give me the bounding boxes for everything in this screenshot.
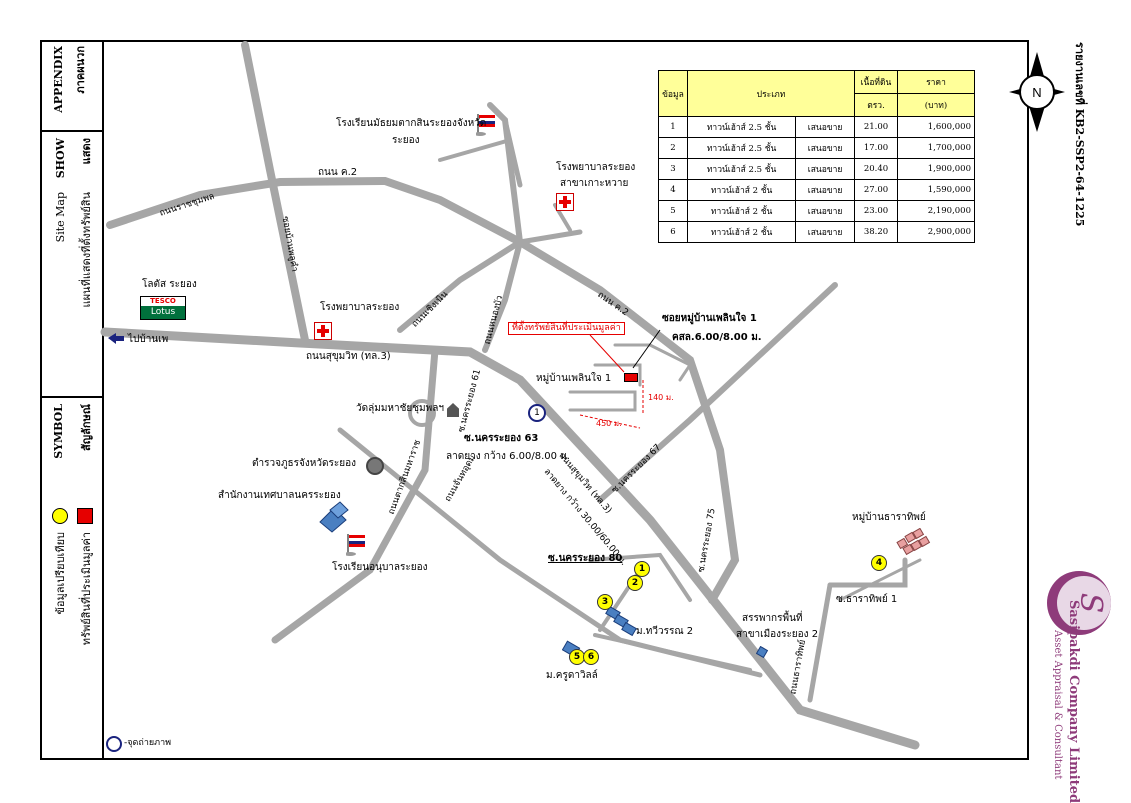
label-hospital2b: สาขาเกาะหวาย — [560, 178, 629, 189]
label-police: ตำรวจภูธรจังหวัดระยอง — [252, 458, 356, 469]
comparable-marker-6: 6 — [583, 649, 599, 665]
table-row: 3 ทาวน์เฮ้าส์ 2.5 ชั้น เสนอขาย 20.40 1,9… — [658, 158, 975, 180]
hospital-icon — [314, 322, 332, 340]
page-frame — [40, 40, 1029, 760]
company-subtitle: Asset Appraisal & Consultant — [1052, 630, 1063, 780]
symbol-section: สัญลักษณ์ SYMBOL ทรัพย์สินที่ประเมินมูลค… — [40, 398, 102, 756]
label-soi-village-width: คสล.6.00/8.00 ม. — [672, 332, 762, 343]
label-hospital2: โรงพยาบาลระยอง — [556, 162, 636, 173]
road-k2-top — [106, 176, 524, 246]
appendix-section: ภาคผนวก APPENDIX — [40, 40, 102, 132]
label-revenue: สรรพากรพื้นที่ — [742, 613, 803, 624]
road-sukhumvit — [100, 327, 920, 750]
company-name: Sasipakdi Company Limited — [1066, 600, 1081, 803]
lotus-logo: TESCO Lotus — [140, 296, 186, 320]
label-photo-legend: -จุดถ่ายภาพ — [124, 738, 172, 748]
cell-type: ทาวน์เฮ้าส์ 2 ชั้น — [686, 221, 797, 243]
lotus-logo-bottom: Lotus — [141, 306, 185, 319]
table-row: 5 ทาวน์เฮ้าส์ 2 ชั้น เสนอขาย 23.00 2,190… — [658, 200, 975, 222]
temple-icon — [447, 403, 459, 417]
label-dim-450: 450 ม. — [596, 419, 622, 428]
table-row: 2 ทาวน์เฮ้าส์ 2.5 ชั้น เสนอขาย 17.00 1,7… — [658, 137, 975, 159]
police-icon — [366, 457, 384, 475]
flag-icon — [476, 114, 495, 136]
comparison-table: ข้อมูล ประเภท เนื้อที่ดิน ราคา ตรว. (บาท… — [658, 70, 975, 243]
comparable-marker-2: 2 — [627, 575, 643, 591]
cell-status: เสนอขาย — [795, 221, 855, 243]
label-road-k2-top: ถนน ค.2 — [318, 167, 358, 178]
label-road-sukhumvit: ถนนสุขุมวิท (ทล.3) — [306, 351, 391, 362]
label-school1: โรงเรียนมัธยมตากสินระยองจังหวัด — [336, 118, 487, 129]
building-icon — [756, 646, 769, 659]
label-school2: โรงเรียนอนุบาลระยอง — [332, 562, 428, 573]
label-soi-63: ซ.นครระยอง 63 — [464, 433, 539, 444]
comparable-marker-4: 4 — [871, 555, 887, 571]
compass-icon: N — [1005, 50, 1069, 134]
photo-point-marker: 1 — [528, 404, 546, 422]
label-soi-63-width: ลาดยาง กว้าง 6.00/8.00 ม. — [446, 451, 570, 462]
road-nongbua — [482, 239, 523, 353]
label-village-tharathip: หมู่บ้านธาราทิพย์ — [852, 512, 926, 523]
col-area-unit: ตรว. — [854, 93, 898, 117]
report-id: รายงานเลขที่ KB2-SSP2-64-1225 — [1073, 42, 1086, 227]
show-section: แสดง SHOW แผนที่แสดงที่ตั้งทรัพย์สิน Sit… — [40, 132, 102, 398]
table-row: 1 ทาวน์เฮ้าส์ 2.5 ชั้น เสนอขาย 21.00 1,6… — [658, 116, 975, 138]
label-school1b: ระยอง — [392, 135, 420, 146]
village-houses-icon — [896, 528, 931, 556]
left-panel: ภาคผนวก APPENDIX แสดง SHOW แผนที่แสดงที่… — [40, 40, 104, 758]
road-soi-plukham — [241, 41, 309, 344]
arrow-left-icon — [108, 333, 124, 344]
company-logo: S — [1046, 570, 1112, 636]
building-icon — [605, 607, 637, 637]
hospital-icon — [556, 193, 574, 211]
road-tharathip — [807, 582, 833, 703]
col-no-header: ข้อมูล — [658, 70, 688, 117]
label-wat: วัดลุ่มมหาชัยชุมพลฯ — [356, 403, 444, 414]
road-choeng — [397, 239, 523, 333]
col-type-header: ประเภท — [687, 70, 855, 117]
photo-legend-icon — [106, 736, 122, 752]
compass-letter: N — [1032, 85, 1041, 100]
label-revenue-b: สาขาเมืองระยอง 2 — [736, 629, 819, 640]
comparable-marker-1: 1 — [634, 561, 650, 577]
col-price-unit: (บาท) — [897, 93, 975, 117]
subject-property-icon — [624, 373, 638, 382]
label-village: หมู่บ้านเพลินใจ 1 — [536, 373, 612, 384]
table-row: 6 ทาวน์เฮ้าส์ 2 ชั้น เสนอขาย 38.20 2,900… — [658, 221, 975, 243]
flag-icon — [346, 534, 365, 556]
label-m-kru: ม.ครูดาวิลล์ — [546, 670, 598, 681]
label-dim-140: 140 ม. — [648, 393, 674, 402]
col-area-header: เนื้อที่ดิน — [854, 70, 898, 94]
cell-area: 38.20 — [854, 221, 898, 243]
label-soi-80: ซ.นครระยอง 80 — [548, 553, 623, 564]
building-icon — [319, 501, 349, 533]
legend-subject-icon — [77, 508, 93, 524]
label-soi-village: ซอยหมู่บ้านเพลินใจ 1 — [662, 313, 757, 324]
road-taksin — [271, 346, 439, 644]
col-price-header: ราคา — [897, 70, 975, 94]
cell-price: 2,900,000 — [897, 221, 975, 243]
legend-compare-icon — [52, 508, 68, 524]
lotus-logo-top: TESCO — [141, 297, 185, 306]
label-to-ban-phe: ไปบ้านเพ — [128, 334, 169, 345]
label-municipal: สำนักงานเทศบาลนครระยอง — [218, 490, 341, 501]
label-m-thawiwan: ม.ทวีวรรณ 2 — [636, 626, 694, 637]
road-soi67 — [597, 282, 838, 503]
comparable-marker-3: 3 — [597, 594, 613, 610]
company-logo-letter: S — [1073, 593, 1108, 614]
label-soi-tharathip: ซ.ธาราทิพย์ 1 — [836, 594, 898, 605]
label-lotus: โลตัส ระยอง — [142, 279, 197, 290]
subject-callout-box: ที่ตั้งทรัพย์สินที่ประเมินมูลค่า — [508, 322, 625, 335]
label-hospital1: โรงพยาบาลระยอง — [320, 302, 400, 313]
